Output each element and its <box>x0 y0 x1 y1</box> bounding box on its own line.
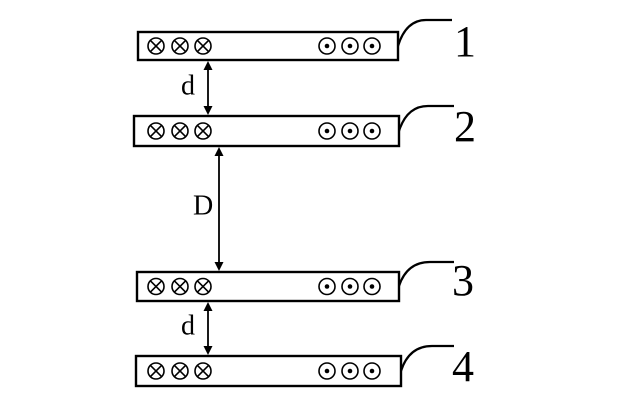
leader-line <box>397 104 454 132</box>
current-into-page-icon <box>171 277 189 296</box>
plate-1: 1 <box>136 17 476 66</box>
current-out-of-page-icon <box>363 277 381 296</box>
plate-number-label: 1 <box>454 17 476 66</box>
arrow-down-icon <box>203 346 213 355</box>
arrow-down-icon <box>214 262 224 271</box>
current-into-page-icon <box>171 122 189 140</box>
current-out-of-page-icon <box>341 362 359 380</box>
current-into-page-icon <box>147 277 165 296</box>
current-out-of-page-icon <box>363 362 381 380</box>
current-into-page-icon <box>171 362 189 380</box>
dimension-1: d <box>181 61 213 115</box>
arrow-down-icon <box>203 106 213 115</box>
current-out-of-page-icon <box>341 277 359 296</box>
spacing-label: D <box>193 190 213 221</box>
plate-number-label: 3 <box>452 256 474 305</box>
current-into-page-icon <box>194 277 212 296</box>
current-out-of-page-icon <box>363 37 381 55</box>
arrow-up-icon <box>214 147 224 156</box>
arrow-up-icon <box>203 302 213 311</box>
spacing-dimensions: dDd <box>181 61 224 355</box>
current-out-of-page-icon <box>318 122 336 140</box>
plate-number-label: 4 <box>452 342 474 391</box>
dimension-2: D <box>193 147 224 271</box>
plate-4: 4 <box>134 342 474 391</box>
current-into-page-icon <box>194 122 212 140</box>
current-out-of-page-icon <box>341 37 359 55</box>
leader-line <box>397 260 454 287</box>
current-out-of-page-icon <box>341 122 359 140</box>
current-into-page-icon <box>194 37 212 55</box>
plate-3: 3 <box>135 256 474 305</box>
current-into-page-icon <box>147 362 165 380</box>
spacing-label: d <box>181 310 195 341</box>
leader-line <box>399 344 454 372</box>
dimension-3: d <box>181 302 213 355</box>
current-out-of-page-icon <box>318 277 336 296</box>
spacing-label: d <box>181 70 195 101</box>
current-into-page-icon <box>194 362 212 380</box>
arrow-up-icon <box>203 61 213 70</box>
current-out-of-page-icon <box>318 362 336 380</box>
plate-2: 2 <box>132 102 476 151</box>
current-into-page-icon <box>147 122 165 140</box>
plate-number-label: 2 <box>454 102 476 151</box>
current-into-page-icon <box>171 37 189 55</box>
leader-line <box>396 18 452 47</box>
current-into-page-icon <box>147 37 165 55</box>
current-out-of-page-icon <box>318 37 336 55</box>
plates: 1 2 3 4 <box>132 17 476 391</box>
current-out-of-page-icon <box>363 122 381 140</box>
